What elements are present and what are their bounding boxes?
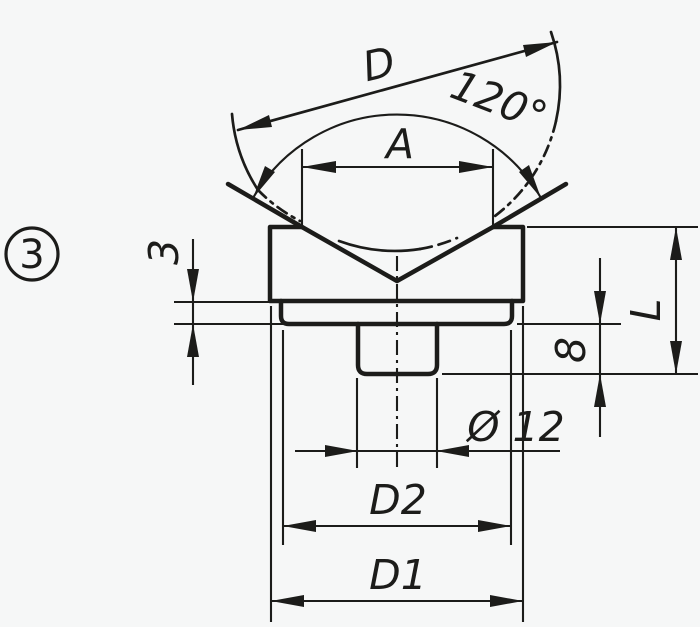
dim-arrow-D-right (523, 42, 557, 57)
angle-dim-arc (252, 113, 542, 199)
dim-arrow-D2-right (478, 520, 511, 532)
body-outline-with-vee-groove (267, 224, 526, 304)
dim-label-D: D (358, 37, 400, 91)
dimension-body-diameter: D1 (269, 306, 525, 622)
position-balloon: 3 (4, 226, 60, 282)
ball-arc-right-visible (549, 30, 562, 123)
ball-arc-bottom-hidden (418, 236, 459, 251)
dim-arrow-D2-left (283, 520, 316, 532)
dimension-collar-thickness: 3 (140, 239, 296, 385)
dim-arrow-3-bottom (187, 324, 199, 357)
dimension-thread-length: 8 (517, 258, 621, 437)
dim-arrow-D1-right (490, 595, 523, 607)
part-geometry (225, 181, 569, 377)
ball-arc-left-hidden (256, 188, 302, 223)
dim-arrow-A-right (459, 161, 493, 173)
dim-line-D (236, 40, 559, 132)
dim-label-A: A (383, 120, 414, 168)
dim-label-L: L (622, 299, 670, 322)
dim-label-8: 8 (547, 337, 595, 363)
balloon-circle (4, 226, 60, 282)
dim-arrow-D-left (238, 115, 272, 130)
dim-arrow-L-top (670, 227, 682, 260)
dim-arrow-3-top (187, 269, 199, 302)
dimension-collar-diameter: D2 (281, 330, 513, 545)
dim-arrow-8-bottom (594, 374, 606, 407)
dim-label-120deg: 120° (444, 61, 553, 141)
dim-arrow-A-left (302, 161, 336, 173)
dim-arrow-8-top (594, 291, 606, 324)
ball-arc-right-hidden (493, 119, 558, 218)
angle-arrow-right (519, 165, 541, 198)
ball-arc-bottom-visible (337, 239, 422, 253)
dim-arrow-L-bottom (670, 341, 682, 374)
vee-face-extension-right (490, 181, 569, 230)
dimension-contact-width: A (300, 120, 495, 226)
ball-outline (230, 30, 562, 253)
vee-face-extension-left (225, 181, 305, 230)
dim-label-D1: D1 (369, 551, 427, 599)
dim-label-D2: D2 (369, 476, 427, 524)
dimension-thread-diameter: Ø 12 (295, 378, 565, 468)
dim-arrow-d12-left (325, 445, 358, 457)
dimension-total-length: L (442, 225, 698, 376)
angle-arrow-left (253, 166, 275, 198)
balloon-number: 3 (19, 232, 44, 278)
dim-label-d12: Ø 12 (465, 403, 564, 451)
ball-arc-left-visible (230, 112, 260, 192)
dim-arrow-D1-left (271, 595, 304, 607)
dim-arrow-d12-right (436, 445, 469, 457)
dim-label-3: 3 (140, 239, 188, 265)
